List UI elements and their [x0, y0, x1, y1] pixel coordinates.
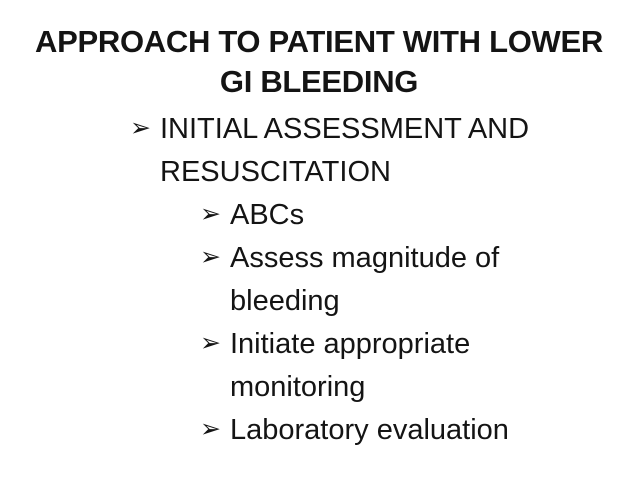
bullet-text: ABCs — [230, 199, 305, 231]
arrowhead-bullet-icon: ➢ — [200, 199, 221, 228]
arrowhead-bullet-icon: ➢ — [200, 328, 221, 357]
bullet-item: ➢ Assess magnitude of bleeding — [200, 237, 628, 323]
bullet-text: Laboratory evaluation — [230, 414, 509, 446]
arrowhead-bullet-icon: ➢ — [200, 414, 221, 443]
arrowhead-bullet-icon: ➢ — [130, 113, 151, 142]
bullet-item: ➢ ABCs — [200, 194, 628, 237]
bullet-item: ➢ Initiate appropriate monitoring — [200, 323, 628, 409]
bullet-text: Initiate appropriate monitoring — [230, 328, 471, 403]
bullet-text: Assess magnitude of bleeding — [230, 242, 500, 317]
bullet-text: INITIAL ASSESSMENT AND RESUSCITATION — [160, 113, 530, 188]
arrowhead-bullet-icon: ➢ — [200, 242, 221, 271]
bullet-item: ➢ INITIAL ASSESSMENT AND RESUSCITATION — [130, 108, 628, 194]
bullet-list: ➢ INITIAL ASSESSMENT AND RESUSCITATION ➢ AB… — [130, 108, 628, 452]
slide-title: APPROACH TO PATIENT WITH LOWER GI BLEEDI… — [35, 24, 603, 99]
bullet-item: ➢ Laboratory evaluation — [200, 409, 628, 452]
